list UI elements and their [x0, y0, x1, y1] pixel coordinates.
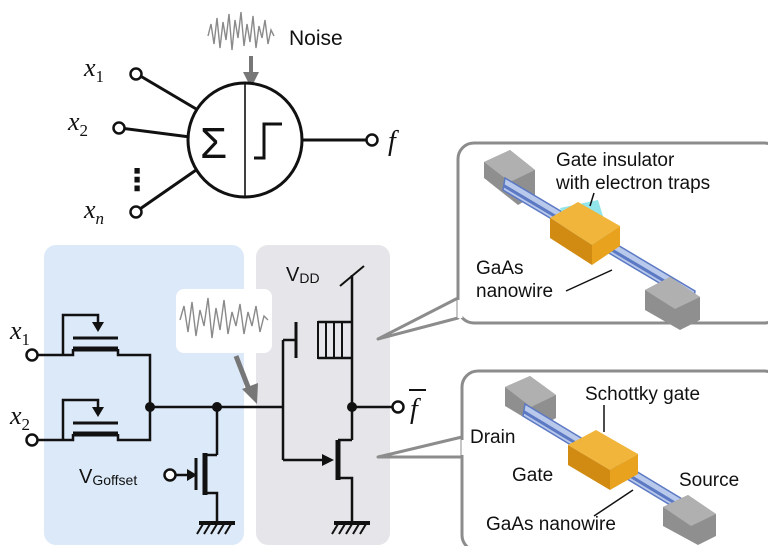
- drain-label: Drain: [470, 427, 515, 448]
- device-top-illustration: [484, 150, 700, 330]
- ground-right-icon: [331, 523, 367, 535]
- gate-insulator-line2: with electron traps: [555, 173, 710, 194]
- neuron-input-line-2: [119, 126, 191, 139]
- sum-node-dot-2: [212, 402, 222, 412]
- vdd-slash: [339, 265, 365, 287]
- device-bottom-illustration: [505, 376, 716, 545]
- noise-arrow-circuit: [233, 355, 253, 393]
- vgoffset-label: VGoffset: [79, 466, 137, 488]
- noise-arrowhead-circuit: [242, 383, 258, 404]
- neuron-output-terminal: [365, 133, 379, 147]
- sum-node-dot-1: [145, 402, 155, 412]
- vdd-label: VDD: [286, 264, 320, 286]
- x1-transistor-source: [63, 349, 75, 357]
- x1-gate-arrow: [92, 322, 104, 332]
- neuron-input-line-1: [136, 72, 204, 115]
- x2-gate-arrow: [92, 407, 104, 417]
- noise-arrowhead-top: [243, 72, 259, 88]
- right-panel-background: [256, 245, 390, 545]
- neuron-input-terminal-1: [129, 67, 143, 81]
- bottom-nanowire-leader: [593, 489, 634, 517]
- sum-symbol: Σ: [200, 119, 227, 168]
- noise-waveform-top: [207, 11, 275, 51]
- neuron-output-label: f: [388, 126, 399, 157]
- neuron-input-terminal-n: [129, 205, 143, 219]
- callout-bottom-pointer: [376, 435, 464, 459]
- neuron-model: Noise x1 x2 xn ⋮ Σ f: [67, 11, 399, 228]
- circuit-input-label-1: x1: [9, 316, 30, 349]
- x2-transistor-source: [63, 434, 75, 442]
- output-node-dot: [347, 402, 357, 412]
- bottom-gate-front: [568, 445, 610, 490]
- gate-label: Gate: [512, 465, 553, 486]
- gate-insulator-line1: Gate insulator: [556, 150, 675, 171]
- x2-transistor-drain: [116, 407, 152, 442]
- drive-transistor-arrow: [322, 454, 334, 466]
- circuit-input-label-2: x2: [9, 401, 30, 434]
- top-nanowire-line2: nanowire: [476, 281, 553, 302]
- neuron-input-label-1: x1: [83, 53, 104, 86]
- circuit-input-terminal-2: [25, 433, 39, 447]
- top-nanowire-leader: [565, 269, 613, 292]
- ground-left-icon: [196, 523, 232, 535]
- noise-label: Noise: [289, 27, 343, 50]
- circuit-output-terminal: [391, 400, 405, 414]
- x1-transistor-wire: [61, 313, 100, 355]
- top-gate-top: [550, 202, 620, 245]
- circuit-noise-box: [176, 289, 272, 353]
- top-nanowire-line1: GaAs: [476, 258, 524, 279]
- offset-transistor-source: [205, 491, 219, 523]
- x1-transistor-drain: [116, 349, 152, 407]
- noise-waveform-circuit: [179, 297, 269, 339]
- drive-transistor-source: [338, 476, 354, 523]
- top-gate-front: [550, 218, 592, 265]
- bottom-gate-top: [568, 430, 638, 470]
- vgoffset-arrow: [187, 469, 197, 481]
- vgoffset-terminal: [163, 468, 177, 482]
- neuron-input-label-2: x2: [67, 107, 88, 140]
- step-function-icon: [254, 122, 282, 160]
- neuron-input-terminal-2: [112, 121, 126, 135]
- circuit: [25, 265, 405, 525]
- bottom-nanowire-label: GaAs nanowire: [486, 514, 616, 535]
- schottky-gate-label: Schottky gate: [585, 384, 700, 405]
- top-gate-side: [592, 226, 620, 265]
- neuron-input-label-n: xn: [83, 195, 104, 228]
- circuit-input-terminal-1: [25, 348, 39, 362]
- bottom-gate-side: [610, 454, 638, 490]
- source-label: Source: [679, 470, 739, 491]
- neuron-ellipsis: ⋮: [122, 164, 152, 197]
- circuit-output-label: f: [410, 394, 421, 425]
- neuron-input-line-n: [136, 166, 200, 213]
- x2-transistor-wire: [61, 398, 100, 440]
- gate-insulator-leader: [589, 192, 595, 207]
